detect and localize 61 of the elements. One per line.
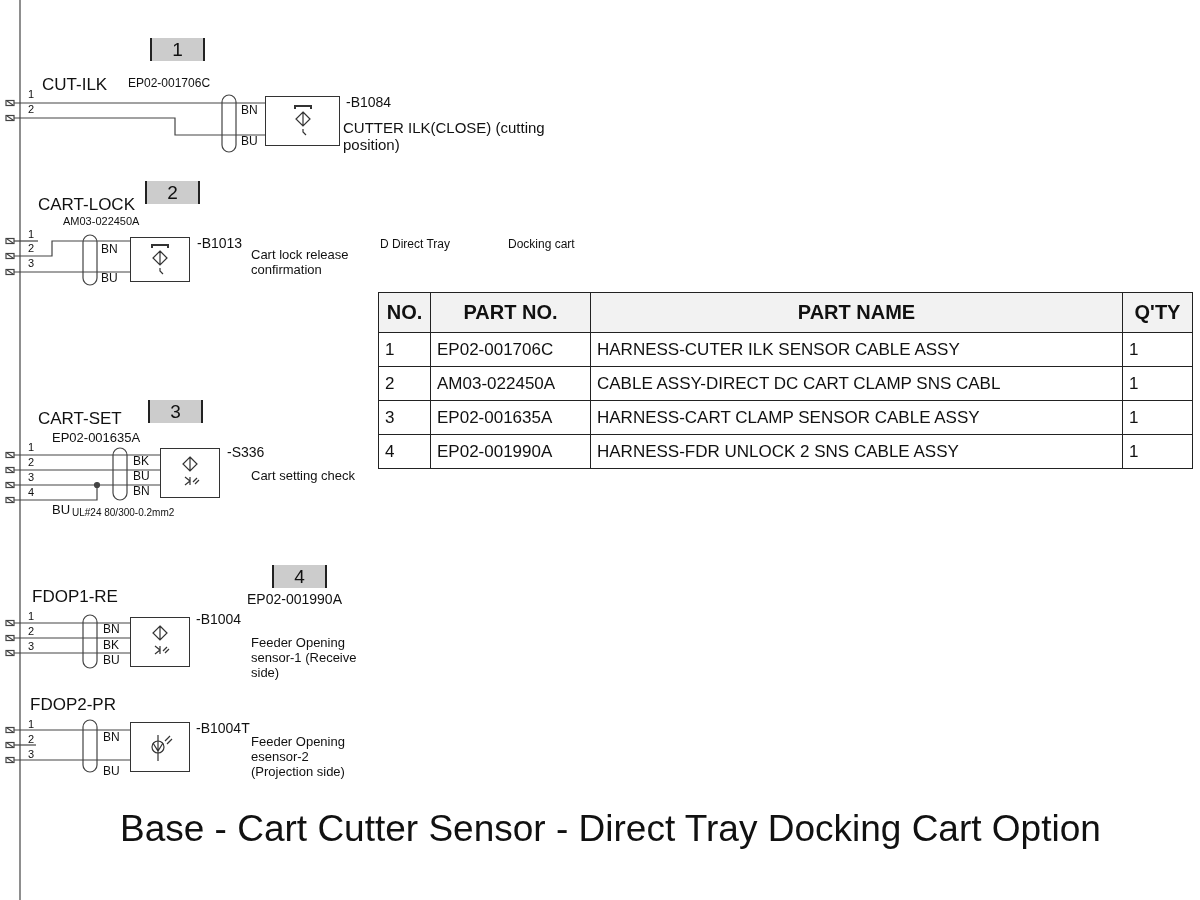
wire-color-label: BU bbox=[103, 765, 120, 779]
cable-spec: UL#24 80/300-0.2mm2 bbox=[72, 507, 175, 518]
table-header-cell: PART NO. bbox=[430, 292, 591, 333]
connector-name: FDOP2-PR bbox=[30, 696, 116, 715]
callout-number: 4 bbox=[272, 565, 327, 588]
pin-number: 2 bbox=[28, 733, 35, 746]
connector-name: CART-LOCK bbox=[38, 196, 135, 215]
note: Docking cart bbox=[508, 238, 575, 252]
pin-number: 2 bbox=[28, 625, 35, 638]
wire-color-label: BU bbox=[133, 470, 150, 484]
sensor-tag: -B1004T bbox=[196, 721, 250, 737]
part-number: EP02-001706C bbox=[128, 77, 211, 91]
connector-name: FDOP1-RE bbox=[32, 588, 118, 607]
sensor-description: Cart setting check bbox=[251, 469, 357, 484]
table-cell: 1 bbox=[1122, 434, 1193, 469]
pin-number: 3 bbox=[28, 471, 35, 484]
sensor-description: Feeder Opening esensor-2 (Projection side) bbox=[251, 735, 346, 780]
pin-number: 1 bbox=[28, 88, 35, 101]
wire-color-label: BN bbox=[133, 485, 150, 499]
wire-color-label: BN bbox=[101, 243, 118, 257]
table-header-cell: PART NAME bbox=[590, 292, 1123, 333]
sensor-tag: -B1004 bbox=[196, 612, 242, 628]
wire-color-label: BU bbox=[52, 503, 71, 518]
diagram-caption: Base - Cart Cutter Sensor - Direct Tray Docking Cart Option bbox=[120, 808, 1101, 850]
wire-color-label: BN bbox=[241, 104, 258, 118]
part-number: EP02-001635A bbox=[52, 431, 141, 446]
table-header-cell: NO. bbox=[378, 292, 431, 333]
pin-number: 1 bbox=[28, 228, 35, 241]
pin-number: 2 bbox=[28, 242, 35, 255]
pin-number: 1 bbox=[28, 718, 35, 731]
pin-number: 2 bbox=[28, 103, 35, 116]
part-number: AM03-022450A bbox=[63, 215, 140, 228]
sensor-description: Cart lock release confirmation bbox=[251, 248, 350, 278]
callout-number: 2 bbox=[145, 181, 200, 204]
sensor-description: CUTTER ILK(CLOSE) (cutting position) bbox=[343, 119, 546, 154]
sensor-tag: -B1084 bbox=[346, 95, 392, 111]
connector-name: CUT-ILK bbox=[42, 76, 108, 95]
wire-color-label: BK bbox=[133, 455, 149, 469]
pin-number: 3 bbox=[28, 257, 35, 270]
callout-number: 3 bbox=[148, 400, 203, 423]
connector-name: CART-SET bbox=[38, 410, 122, 429]
pin-number: 2 bbox=[28, 456, 35, 469]
callout-number: 1 bbox=[150, 38, 205, 61]
table-cell: 4 bbox=[378, 434, 431, 469]
pin-number: 4 bbox=[28, 486, 35, 499]
note: D Direct Tray bbox=[380, 238, 450, 252]
pin-number: 3 bbox=[28, 640, 35, 653]
sensor-description: Feeder Opening sensor-1 (Receive side) bbox=[251, 636, 358, 681]
pin-number: 3 bbox=[28, 748, 35, 761]
wire-color-label: BN bbox=[103, 623, 120, 637]
table-header-cell: Q'TY bbox=[1122, 292, 1193, 333]
sensor-tag: -B1013 bbox=[197, 236, 243, 252]
part-number: EP02-001990A bbox=[247, 592, 342, 608]
wire-color-label: BU bbox=[101, 272, 118, 286]
wire-color-label: BK bbox=[103, 639, 119, 653]
wire-color-label: BU bbox=[241, 135, 258, 149]
pin-number: 1 bbox=[28, 610, 35, 623]
pin-number: 1 bbox=[28, 441, 35, 454]
wire-color-label: BN bbox=[103, 731, 120, 745]
sensor-tag: -S336 bbox=[227, 445, 265, 461]
wire-color-label: BU bbox=[103, 654, 120, 668]
